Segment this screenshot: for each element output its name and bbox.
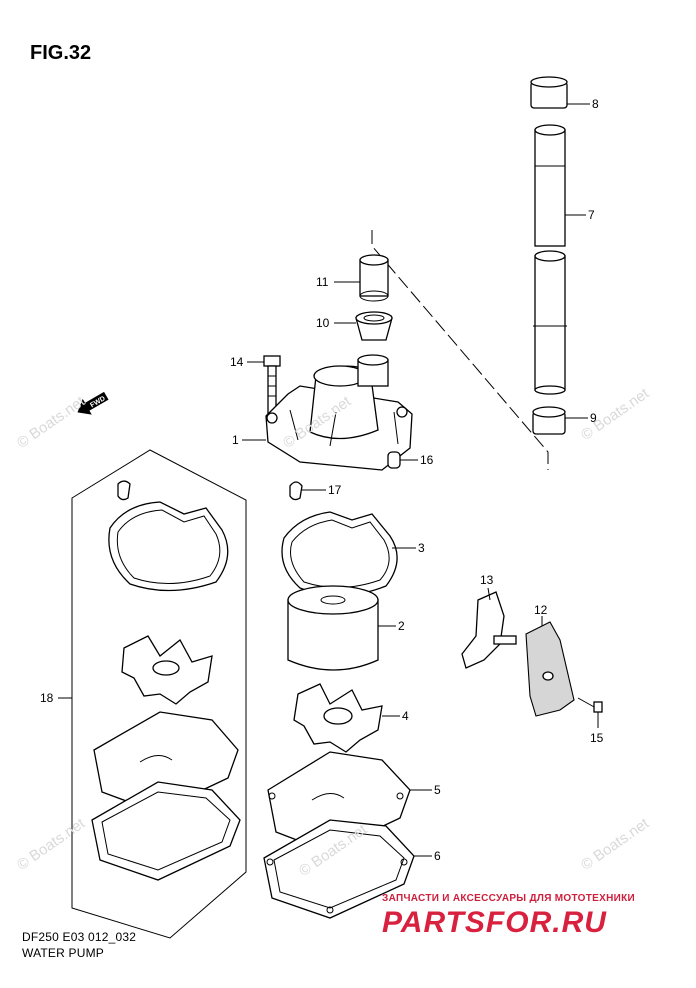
part-9-grommet	[532, 406, 566, 435]
part-17-key	[289, 481, 303, 501]
leader-lines	[58, 103, 599, 857]
part-3-o-ring	[281, 511, 398, 597]
callout-2: 2	[398, 619, 405, 633]
part-15-screw	[577, 697, 603, 713]
part-2-liner	[287, 585, 379, 671]
callout-13: 13	[480, 573, 494, 587]
callout-14: 14	[230, 355, 244, 369]
callout-17: 17	[328, 483, 342, 497]
brand-logo: PARTSFOR.RU	[382, 906, 607, 939]
part-12-plate	[525, 621, 575, 717]
callout-16: 16	[420, 453, 434, 467]
part-6-gasket	[263, 819, 415, 919]
part-13-bracket	[461, 591, 517, 669]
brand-tagline: ЗАПЧАСТИ И АКСЕССУАРЫ ДЛЯ МОТОТЕХНИКИ	[382, 893, 635, 904]
part-16-pin	[387, 451, 401, 469]
figure-title: FIG.32	[30, 42, 92, 64]
callout-15: 15	[590, 731, 604, 745]
part-8-grommet	[530, 76, 568, 109]
callout-12: 12	[534, 603, 548, 617]
callout-11: 11	[316, 275, 329, 289]
callout-4: 4	[402, 709, 409, 723]
callout-18: 18	[40, 691, 54, 705]
callout-7: 7	[588, 208, 595, 222]
guide-line	[371, 230, 549, 470]
callout-10: 10	[316, 316, 330, 330]
callout-5: 5	[434, 783, 441, 797]
part-7-water-tube	[533, 124, 567, 395]
callout-6: 6	[434, 849, 441, 863]
forward-label: FWD	[89, 395, 106, 409]
callout-8: 8	[592, 97, 599, 111]
callout-3: 3	[418, 541, 425, 555]
part-10-seal	[355, 311, 393, 341]
part-18-kit-contents	[91, 480, 241, 881]
diagram-name: WATER PUMP	[22, 946, 104, 960]
callout-numbers: 8 7 9 11 10 14 1 16 17 3 2 4 5 6 18 13 1…	[40, 97, 604, 863]
callout-1: 1	[232, 433, 239, 447]
part-11-sleeve	[359, 254, 389, 302]
diagram-code: DF250 E03 012_032	[22, 930, 137, 944]
callout-9: 9	[590, 411, 597, 425]
kit-outline	[71, 449, 247, 939]
part-4-impeller	[293, 683, 383, 753]
part-1-pump-case	[265, 354, 413, 471]
